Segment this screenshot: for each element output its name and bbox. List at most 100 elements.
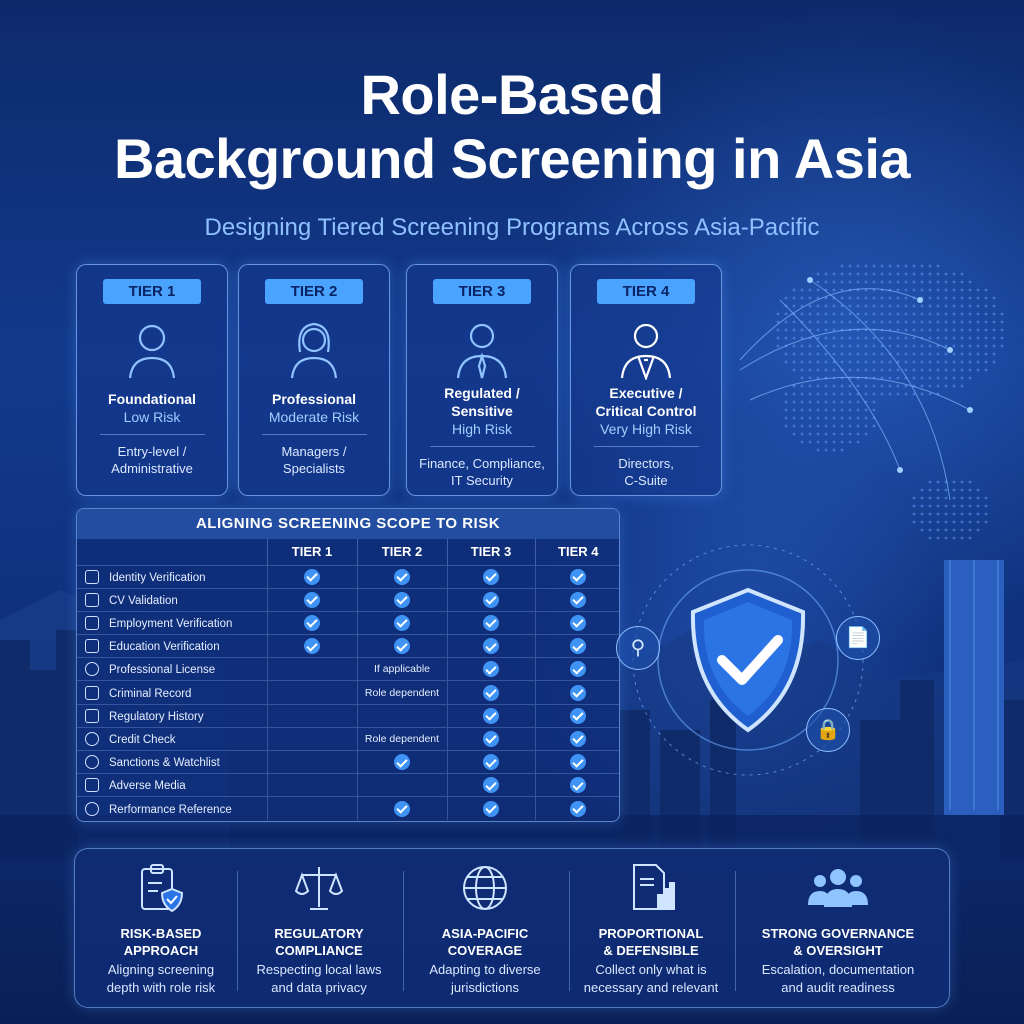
tier-card-2: TIER 2 Professional Moderate Risk Manage…	[238, 264, 390, 496]
check-icon	[570, 730, 587, 747]
tier-risk-level: Low Risk	[123, 409, 181, 425]
people-icon	[85, 801, 99, 816]
graduation-cap-icon	[85, 639, 99, 654]
security-shield-graphic: ⚲ 📄 🔒	[608, 540, 888, 800]
tier-cell	[356, 610, 447, 635]
tier-role-description: Finance, Compliance,	[419, 456, 545, 471]
check-icon	[570, 707, 587, 724]
tier-badge: TIER 2	[265, 279, 363, 304]
tier-risk-level: Very High Risk	[600, 421, 692, 437]
tier-cell	[356, 773, 447, 797]
tier-cell	[266, 564, 357, 589]
row-label-cell: Regulatory History	[77, 703, 267, 728]
tier-card-3: TIER 3 Regulated / Sensitive High Risk F…	[406, 264, 558, 496]
tier-cell	[446, 610, 535, 635]
tier-badge: TIER 3	[433, 279, 531, 304]
tier-cell	[534, 726, 619, 751]
tier-cell	[356, 564, 447, 589]
tier-name: Executive /	[609, 385, 683, 401]
tier-cell	[266, 610, 357, 635]
check-icon	[394, 568, 410, 585]
tier-name: Sensitive	[451, 403, 513, 419]
tier-cell	[356, 634, 447, 658]
column-header	[77, 539, 267, 565]
tier-name: Foundational	[108, 391, 196, 407]
tier-cell	[266, 680, 357, 705]
row-label-cell: Rerformance Reference	[77, 796, 267, 821]
row-label-cell: Credit Check	[77, 726, 267, 751]
tier-role-description: Entry-level /	[117, 444, 187, 459]
condition-note: If applicable	[373, 663, 431, 676]
clipboard-shield-icon	[141, 864, 184, 913]
check-icon	[483, 591, 499, 608]
tier-cell	[356, 587, 447, 612]
check-icon	[394, 638, 410, 655]
check-item-label: Credit Check	[109, 733, 176, 746]
check-icon	[570, 684, 587, 701]
feature-title: PROPORTIONAL& DEFENSIBLE	[598, 926, 704, 958]
tier-cell	[534, 796, 619, 821]
tier-role-description: Specialists	[282, 461, 346, 476]
document-check-icon: 📄	[836, 616, 880, 660]
scope-table: TIER 1 TIER 2 TIER 3 TIER 4 Identity Ver…	[77, 539, 619, 821]
page-title-line2: Background Screening in Asia	[113, 127, 911, 190]
tier-badge: TIER 1	[103, 279, 201, 304]
divider	[569, 871, 570, 991]
divider	[237, 871, 238, 991]
woman-icon	[290, 322, 338, 379]
id-card-icon	[85, 569, 99, 584]
tier-cell	[446, 587, 535, 612]
feature-proportional-defensible: PROPORTIONAL& DEFENSIBLE Collect only wh…	[571, 861, 731, 997]
megaphone-icon	[85, 778, 99, 793]
check-icon	[483, 568, 499, 585]
dollar-icon	[85, 731, 99, 746]
column-header: TIER 1	[266, 539, 357, 565]
check-icon	[570, 638, 587, 655]
tier-cell	[446, 773, 535, 797]
tier-card-4: TIER 4 Executive / Critical Control Very…	[570, 264, 722, 496]
lock-icon: 🔒	[806, 708, 850, 752]
tier-cell	[446, 634, 535, 658]
screening-scope-matrix: ALIGNING SCREENING SCOPE TO RISK TIER 1 …	[76, 508, 620, 822]
table-row: Credit Check Role dependent	[77, 726, 619, 751]
document-icon	[85, 592, 99, 607]
check-icon	[483, 661, 499, 678]
tier-cell	[446, 657, 535, 681]
shield-icon	[85, 755, 99, 770]
tier-name: Professional	[271, 391, 357, 407]
check-item-label: Criminal Record	[109, 687, 192, 700]
feature-title: STRONG GOVERNANCE& OVERSIGHT	[761, 926, 915, 958]
tier-cell	[266, 657, 357, 681]
check-icon	[570, 661, 587, 678]
tier-role-description: Directors,	[618, 456, 674, 471]
scales-icon	[294, 867, 344, 910]
group-icon	[808, 869, 868, 907]
tier-cell: Role dependent	[356, 726, 447, 751]
check-item-label: Identity Verification	[109, 571, 206, 584]
table-header-row: TIER 1 TIER 2 TIER 3 TIER 4	[77, 539, 619, 565]
tier-cell	[534, 773, 619, 797]
tier-cell	[534, 634, 619, 658]
check-item-label: Regulatory History	[109, 710, 204, 723]
check-icon	[483, 777, 499, 794]
check-item-label: Employment Verification	[109, 617, 233, 630]
tier-role-description: Managers /	[281, 444, 347, 459]
row-label-cell: Criminal Record	[77, 680, 267, 705]
check-item-label: Sanctions & Watchlist	[109, 757, 220, 770]
check-icon	[394, 800, 410, 817]
check-icon	[304, 614, 320, 631]
tier-card-1: TIER 1 Foundational Low Risk Entry-level…	[76, 264, 228, 496]
check-icon	[483, 638, 499, 655]
check-icon	[570, 614, 587, 631]
divider	[593, 446, 699, 447]
check-icon	[483, 707, 499, 724]
check-icon	[304, 568, 320, 585]
tier-cell	[446, 749, 535, 774]
tier-role-description: IT Security	[451, 473, 513, 488]
check-item-label: Education Verification	[109, 641, 220, 654]
